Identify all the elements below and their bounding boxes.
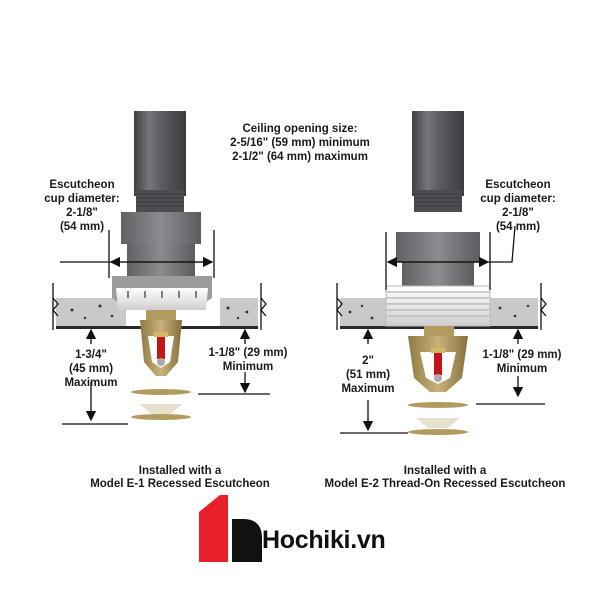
right-escutcheon-title: Escutcheon — [485, 179, 551, 191]
left-max-inches: 1-3/4" — [75, 349, 107, 361]
left-escutcheon-inches: 2-1/8" — [66, 207, 98, 219]
left-min-label: Minimum — [222, 361, 274, 373]
left-min-clearance: 1-1/8" (29 mm) Minimum — [200, 346, 296, 374]
right-dimension-lines — [336, 225, 547, 434]
ceiling-opening-label: Ceiling opening size: 2-5/16" (59 mm) mi… — [228, 122, 372, 164]
right-caption-line-1: Installed with a — [403, 465, 487, 477]
left-max-clearance: 1-3/4" (45 mm) Maximum — [56, 348, 126, 390]
hochiki-logo-text: Hochiki.vn — [262, 526, 386, 554]
right-min-label: Minimum — [496, 363, 548, 375]
ceiling-opening-title: Ceiling opening size: — [242, 123, 358, 135]
right-escutcheon-subtitle: cup diameter: — [480, 193, 556, 205]
right-caption: Installed with a Model E-2 Thread-On Rec… — [310, 465, 580, 491]
right-escutcheon-inches: 2-1/8" — [502, 207, 534, 219]
hochiki-logo-mark — [199, 495, 262, 562]
left-max-mm: (45 mm) — [68, 363, 114, 375]
right-escutcheon-label: Escutcheon cup diameter: 2-1/8" (54 mm) — [468, 178, 568, 234]
right-min-value: 1-1/8" (29 mm) — [482, 349, 562, 361]
right-caption-line-2: Model E-2 Thread-On Recessed Escutcheon — [324, 478, 566, 490]
right-max-inches: 2" — [362, 355, 374, 367]
right-max-label: Maximum — [341, 383, 395, 395]
left-max-label: Maximum — [64, 377, 118, 389]
ceiling-opening-max: 2-1/2" (64 mm) maximum — [232, 151, 368, 163]
left-caption-line-1: Installed with a — [138, 465, 222, 477]
right-sprinkler-assembly — [340, 111, 538, 435]
right-min-clearance: 1-1/8" (29 mm) Minimum — [474, 348, 570, 376]
right-max-mm: (51 mm) — [345, 369, 391, 381]
left-dimension-lines — [52, 230, 270, 425]
right-max-clearance: 2" (51 mm) Maximum — [334, 354, 402, 396]
left-caption: Installed with a Model E-1 Recessed Escu… — [60, 465, 300, 491]
left-min-value: 1-1/8" (29 mm) — [208, 347, 288, 359]
right-escutcheon-mm: (54 mm) — [495, 221, 541, 233]
left-escutcheon-label: Escutcheon cup diameter: 2-1/8" (54 mm) — [34, 178, 130, 234]
left-caption-line-2: Model E-1 Recessed Escutcheon — [90, 478, 270, 490]
left-sprinkler-assembly — [56, 111, 258, 420]
left-escutcheon-mm: (54 mm) — [59, 221, 105, 233]
ceiling-opening-min: 2-5/16" (59 mm) minimum — [230, 137, 370, 149]
left-escutcheon-title: Escutcheon — [49, 179, 115, 191]
left-escutcheon-subtitle: cup diameter: — [44, 193, 120, 205]
